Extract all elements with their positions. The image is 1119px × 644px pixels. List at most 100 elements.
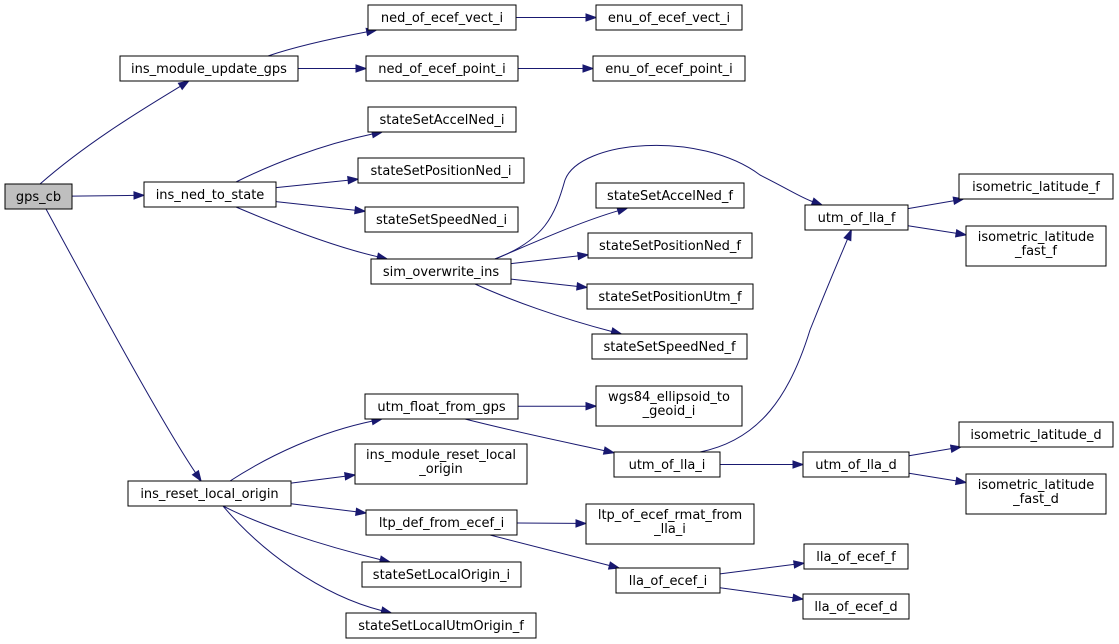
node-ned_of_ecef_point_i[interactable]: ned_of_ecef_point_i — [365, 55, 519, 82]
node-stateSetAccelNed_f[interactable]: stateSetAccelNed_f — [595, 182, 745, 209]
node-ins_module_update_gps[interactable]: ins_module_update_gps — [119, 55, 299, 82]
edge-line — [222, 505, 382, 612]
edge-line — [494, 210, 619, 260]
edge-line — [907, 225, 957, 234]
node-box — [587, 232, 753, 259]
node-ins_ned_to_state[interactable]: ins_ned_to_state — [143, 181, 277, 208]
arrowhead-icon — [575, 519, 588, 528]
node-label: utm_of_lla_f — [818, 211, 896, 226]
node-label: ins_module_update_gps — [131, 62, 287, 77]
edge-ins_reset_local_origin-to-stateSetLocalOrigin_i — [222, 505, 392, 564]
node-label: sim_overwrite_ins — [383, 265, 500, 280]
edge-line — [71, 194, 135, 197]
node-ins_module_reset_local_origin[interactable]: ins_module_reset_local_origin — [354, 443, 528, 485]
node-label: lla_of_ecef_f — [816, 550, 896, 565]
edge-utm_of_lla_i-to-utm_of_lla_f — [699, 228, 852, 453]
node-label: utm_float_from_gps — [377, 400, 505, 415]
node-box — [119, 55, 299, 82]
node-lla_of_ecef_f[interactable]: lla_of_ecef_f — [803, 543, 909, 570]
edge-gps_cb-to-ins_ned_to_state — [71, 191, 146, 200]
node-box — [804, 204, 909, 231]
node-box — [591, 333, 748, 360]
node-ned_of_ecef_vect_i[interactable]: ned_of_ecef_vect_i — [367, 4, 517, 31]
node-utm_of_lla_f[interactable]: utm_of_lla_f — [804, 204, 909, 231]
arrowhead-icon — [949, 444, 963, 453]
node-enu_of_ecef_point_i[interactable]: enu_of_ecef_point_i — [592, 55, 746, 82]
node-lla_of_ecef_d[interactable]: lla_of_ecef_d — [802, 593, 910, 620]
node-isometric_latitude_f[interactable]: isometric_latitude_f — [958, 173, 1114, 200]
edge-gps_cb-to-ins_reset_local_origin — [45, 208, 202, 483]
arrowhead-icon — [577, 251, 590, 261]
node-box — [354, 443, 528, 485]
node-box — [361, 561, 522, 588]
arrowhead-icon — [793, 560, 806, 569]
arrowhead-icon — [355, 64, 368, 73]
node-label: ltp_of_ecef_rmat_from — [598, 508, 742, 523]
node-ltp_def_from_ecef_i[interactable]: ltp_def_from_ecef_i — [365, 509, 518, 536]
node-utm_of_lla_d[interactable]: utm_of_lla_d — [802, 451, 910, 478]
node-box — [615, 567, 721, 594]
node-label: _origin — [418, 462, 463, 477]
arrowhead-icon — [344, 472, 357, 481]
node-box — [357, 157, 525, 184]
node-box — [143, 181, 277, 208]
node-lla_of_ecef_i[interactable]: lla_of_ecef_i — [615, 567, 721, 594]
edge-line — [290, 503, 357, 513]
edge-ins_ned_to_state-to-stateSetSpeedNed_i — [275, 201, 367, 215]
node-stateSetAccelNed_i[interactable]: stateSetAccelNed_i — [367, 106, 517, 133]
edge-line — [510, 255, 579, 265]
edge-ins_reset_local_origin-to-ins_module_reset_local_origin — [290, 472, 357, 484]
node-box — [595, 182, 745, 209]
edge-line — [235, 206, 378, 258]
node-box — [595, 385, 743, 427]
node-ltp_of_ecef_rmat_from_lla_i[interactable]: ltp_of_ecef_rmat_from_lla_i — [585, 503, 755, 545]
edge-line — [290, 475, 346, 484]
node-box — [585, 503, 755, 545]
edge-utm_of_lla_f-to-isometric_latitude_f — [907, 196, 966, 210]
edge-lla_of_ecef_i-to-lla_of_ecef_f — [719, 560, 806, 575]
node-box — [958, 173, 1114, 200]
edge-line — [510, 278, 578, 287]
edge-line — [719, 587, 794, 599]
node-isometric_latitude_d[interactable]: isometric_latitude_d — [958, 421, 1114, 448]
node-label: gps_cb — [16, 190, 61, 205]
node-sim_overwrite_ins[interactable]: sim_overwrite_ins — [370, 258, 512, 285]
node-ins_reset_local_origin[interactable]: ins_reset_local_origin — [127, 480, 292, 507]
node-wgs84_ellipsoid_to_geoid_i[interactable]: wgs84_ellipsoid_to_geoid_i — [595, 385, 743, 427]
node-stateSetPositionNed_i[interactable]: stateSetPositionNed_i — [357, 157, 525, 184]
node-label: stateSetLocalOrigin_i — [373, 568, 510, 583]
node-utm_of_lla_i[interactable]: utm_of_lla_i — [613, 451, 721, 478]
arrowhead-icon — [133, 191, 146, 200]
node-box — [965, 225, 1107, 267]
arrowhead-icon — [810, 197, 824, 206]
edge-line — [222, 505, 381, 561]
node-stateSetPositionNed_f[interactable]: stateSetPositionNed_f — [587, 232, 753, 259]
node-label: lla_of_ecef_i — [629, 574, 708, 589]
node-label: isometric_latitude — [978, 230, 1095, 245]
node-stateSetSpeedNed_i[interactable]: stateSetSpeedNed_i — [364, 206, 519, 233]
node-gps_cb[interactable]: gps_cb — [4, 183, 73, 210]
node-box — [965, 473, 1107, 515]
edge-utm_of_lla_i-to-utm_of_lla_d — [720, 460, 805, 469]
node-isometric_latitude_fast_d[interactable]: isometric_latitude_fast_d — [965, 473, 1107, 515]
node-stateSetLocalUtmOrigin_f[interactable]: stateSetLocalUtmOrigin_f — [345, 612, 537, 639]
node-isometric_latitude_fast_f[interactable]: isometric_latitude_fast_f — [965, 225, 1107, 267]
node-label: utm_of_lla_i — [629, 458, 706, 473]
edge-line — [908, 472, 957, 482]
node-stateSetSpeedNed_f[interactable]: stateSetSpeedNed_f — [591, 333, 748, 360]
edge-utm_of_lla_d-to-isometric_latitude_fast_d — [908, 472, 968, 486]
node-stateSetLocalOrigin_i[interactable]: stateSetLocalOrigin_i — [361, 561, 522, 588]
arrowhead-icon — [843, 228, 852, 242]
node-enu_of_ecef_vect_i[interactable]: enu_of_ecef_vect_i — [595, 4, 743, 31]
node-label: enu_of_ecef_vect_i — [608, 11, 730, 26]
node-stateSetPositionUtm_f[interactable]: stateSetPositionUtm_f — [586, 283, 754, 310]
edge-line — [235, 133, 373, 183]
node-label: lla_of_ecef_d — [814, 600, 897, 615]
edge-ins_ned_to_state-to-stateSetPositionNed_i — [275, 175, 360, 189]
arrowhead-icon — [354, 205, 367, 215]
edge-line — [699, 239, 848, 453]
node-utm_float_from_gps[interactable]: utm_float_from_gps — [364, 393, 519, 420]
arrowhead-icon — [607, 561, 621, 570]
node-box — [364, 393, 519, 420]
